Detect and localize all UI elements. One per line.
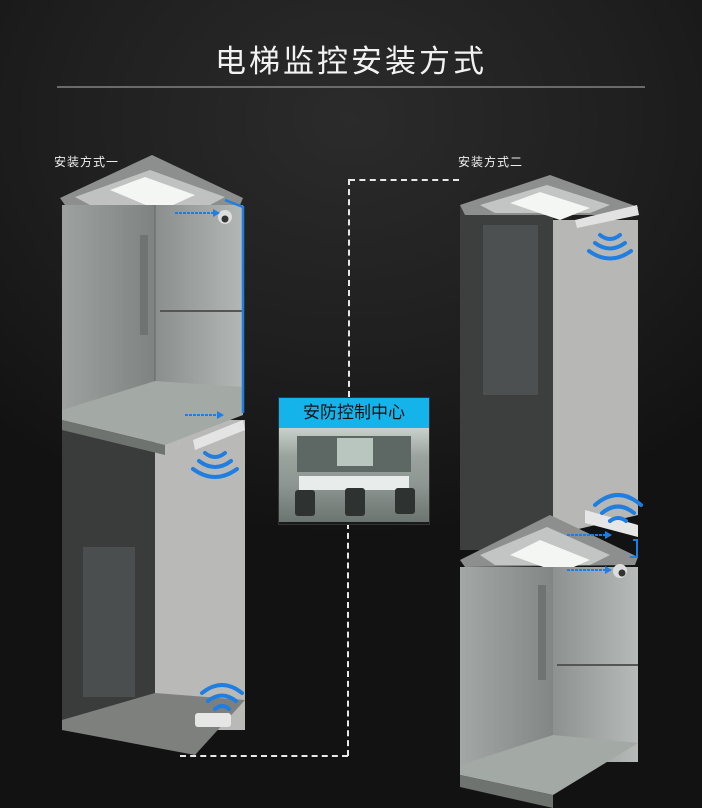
chair-icon: [395, 488, 415, 514]
page-title: 电梯监控安装方式: [215, 44, 487, 80]
control-center-label: 安防控制中心: [279, 398, 429, 428]
chair-icon: [345, 488, 365, 516]
control-room-image: [279, 428, 429, 522]
connector-upper-vertical: [348, 179, 350, 397]
chair-icon: [295, 490, 315, 516]
connector-lower-vertical: [347, 523, 349, 756]
console-desk: [299, 476, 409, 490]
title-divider: [57, 86, 645, 88]
connector-top: [349, 179, 459, 181]
elevator-one-illustration: [60, 155, 245, 755]
security-control-center: 安防控制中心: [278, 397, 430, 525]
method-one-label: 安装方式一: [54, 155, 120, 169]
elevator-two-illustration: [460, 175, 643, 808]
method-two-label: 安装方式二: [458, 155, 524, 169]
main-screen: [337, 438, 373, 466]
connector-bottom: [180, 755, 348, 757]
